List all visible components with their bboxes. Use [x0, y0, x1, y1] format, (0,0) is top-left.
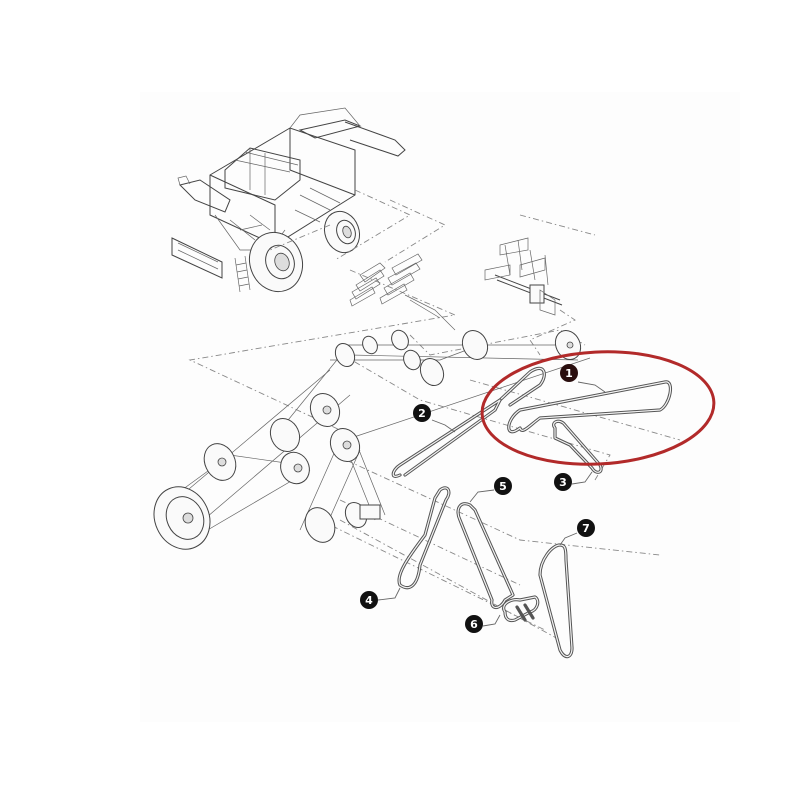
- chopper-rotor: [484, 237, 563, 316]
- pulley-drive-assembly: [153, 329, 591, 550]
- combine-harvester: [171, 107, 406, 293]
- belt-4: [397, 486, 451, 590]
- highlight-ellipse: [480, 350, 716, 466]
- belt-1: [498, 366, 673, 434]
- callout-2: 2: [413, 404, 431, 422]
- belt-6: [502, 595, 540, 623]
- callout-5-label: 5: [499, 480, 507, 493]
- callout-4: 4: [360, 591, 378, 609]
- callout-1: 1: [560, 364, 578, 382]
- belt-2: [391, 398, 502, 478]
- callout-4-label: 4: [365, 594, 373, 607]
- callout-6: 6: [465, 615, 483, 633]
- straw-chopper-knives: [349, 253, 456, 331]
- diagram-frame: [140, 92, 740, 722]
- callout-7-label: 7: [582, 522, 590, 535]
- callout-3: 3: [554, 473, 572, 491]
- callout-7: 7: [577, 519, 595, 537]
- callout-6-label: 6: [470, 618, 478, 631]
- callout-2-label: 2: [418, 407, 426, 420]
- belt-5: [456, 502, 515, 610]
- belt-7: [538, 543, 574, 659]
- callout-leaders: [377, 381, 606, 627]
- callout-5: 5: [494, 477, 512, 495]
- callout-1-label: 1: [565, 367, 573, 380]
- callout-3-label: 3: [559, 476, 567, 489]
